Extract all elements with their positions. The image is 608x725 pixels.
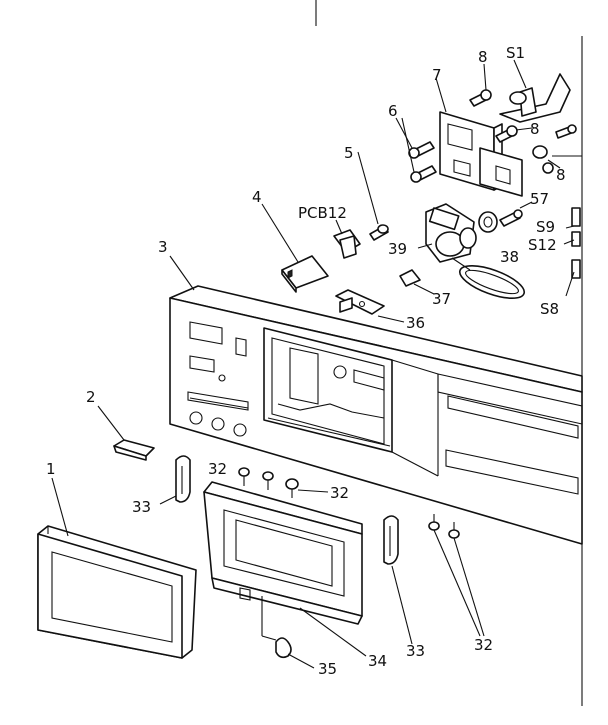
callout-pcb12: PCB12 — [298, 204, 347, 222]
block-37 — [399, 269, 435, 295]
callout-4: 4 — [252, 188, 262, 206]
callout-8-top: 8 — [478, 48, 488, 66]
callout-36: 36 — [406, 314, 425, 332]
callout-3: 3 — [158, 238, 168, 256]
callout-8-mid: 8 — [530, 120, 540, 138]
clip-33-left — [159, 455, 191, 505]
spring-35 — [275, 637, 315, 669]
callout-57: 57 — [530, 190, 549, 208]
callout-38: 38 — [500, 248, 519, 266]
screw-57 — [499, 201, 533, 227]
callout-6: 6 — [388, 102, 398, 120]
callout-37: 37 — [432, 290, 451, 308]
callout-8-low: 8 — [556, 166, 566, 184]
callout-32-right: 32 — [474, 636, 493, 654]
switches-s9-s12-s8 — [563, 207, 581, 297]
screws-8 — [469, 63, 582, 174]
callout-7: 7 — [432, 66, 442, 84]
screws-6 — [395, 117, 437, 183]
callout-2: 2 — [86, 388, 96, 406]
callout-33-left: 33 — [132, 498, 151, 516]
screw-5 — [357, 151, 389, 241]
connector-block — [261, 203, 329, 293]
callout-1: 1 — [46, 460, 56, 478]
motor-assembly-39 — [417, 203, 498, 271]
screws-32 — [238, 467, 485, 637]
mounting-plate-7 — [435, 59, 571, 197]
callout-39: 39 — [388, 240, 407, 258]
clip-33-right — [383, 515, 413, 645]
bracket-36 — [335, 289, 405, 323]
leader-3 — [169, 255, 195, 291]
callout-s12: S12 — [528, 236, 557, 254]
callout-33-right: 33 — [406, 642, 425, 660]
door-lid — [37, 477, 197, 659]
callout-32-left: 32 — [208, 460, 227, 478]
pcb12-switch — [333, 219, 361, 259]
cassette-holder-34 — [203, 481, 367, 657]
callout-s9: S9 — [536, 218, 555, 236]
callout-5: 5 — [344, 144, 354, 162]
callout-32-mid: 32 — [330, 484, 349, 502]
callout-s1: S1 — [506, 44, 525, 62]
button-knob — [97, 405, 155, 461]
belt-38 — [458, 265, 526, 299]
callout-34: 34 — [368, 652, 387, 670]
callout-s8: S8 — [540, 300, 559, 318]
callout-35: 35 — [318, 660, 337, 678]
front-panel-chassis — [169, 285, 583, 545]
